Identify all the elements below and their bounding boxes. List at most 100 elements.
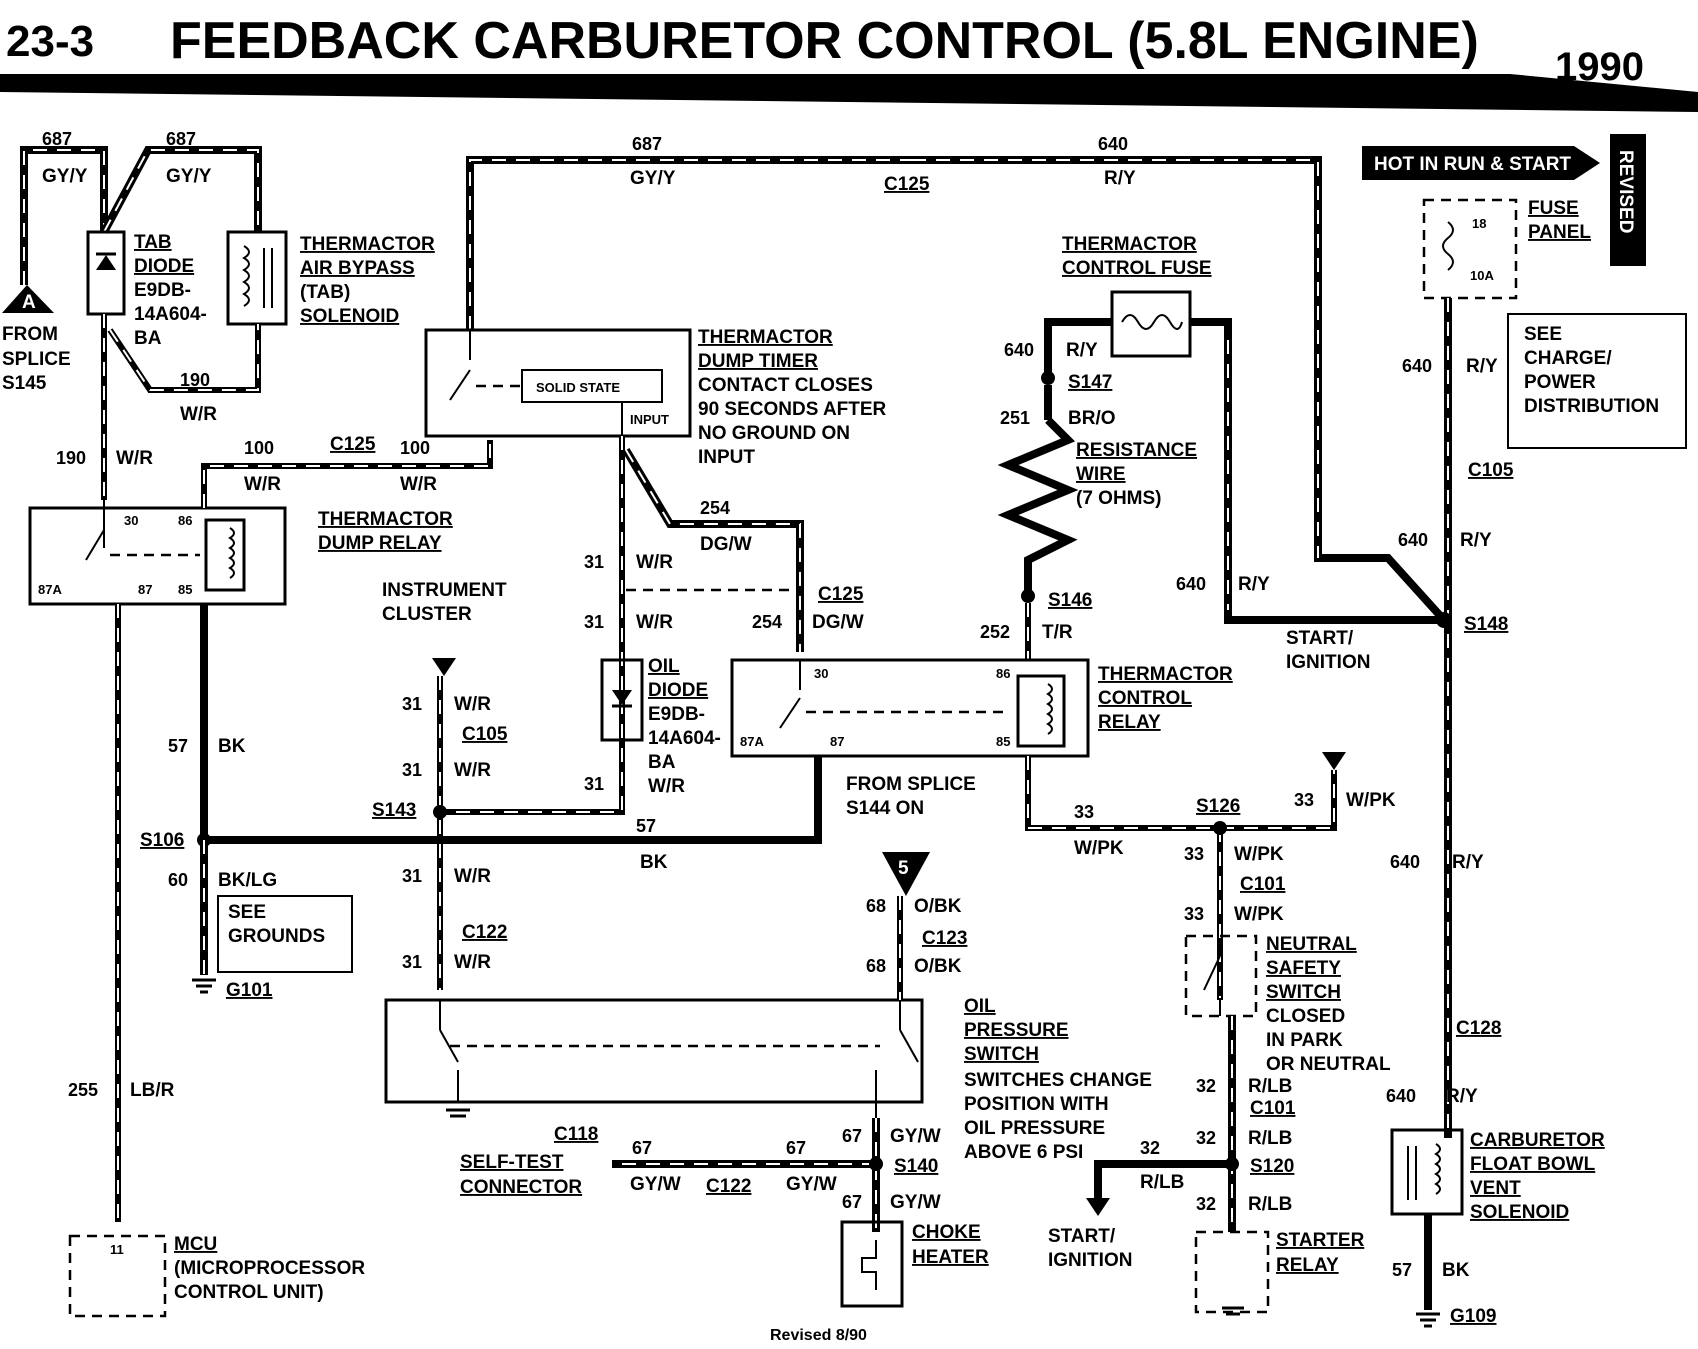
wire-57-bus-color: BK	[640, 852, 668, 873]
fuse-number: 18	[1472, 216, 1486, 231]
mcu-label-1: MCU	[174, 1234, 217, 1255]
wire-640-feed-num-a: 640	[1402, 356, 1432, 376]
wire-687-b-num: 687	[166, 129, 196, 149]
revised-note: Revised 8/90	[770, 1327, 867, 1344]
hot-banner-text: HOT IN RUN & START	[1374, 154, 1571, 175]
fuse-18-element	[1442, 221, 1454, 271]
control-relay-pin-85: 85	[996, 734, 1010, 749]
control-fuse-label-1: THERMACTOR	[1062, 234, 1197, 255]
splice-5-letter: 5	[898, 858, 909, 879]
wire-100-color-a: W/R	[244, 474, 281, 495]
starter-relay-box	[1194, 1230, 1270, 1314]
oil-pressure-label-5: POSITION WITH	[964, 1094, 1109, 1115]
oil-pressure-label-4: SWITCHES CHANGE	[964, 1070, 1152, 1091]
oil-pressure-label-2: PRESSURE	[964, 1020, 1069, 1041]
wire-687-top-color: GY/Y	[630, 168, 676, 189]
wire-190-color-upper: W/R	[180, 404, 217, 425]
dump-timer-label-4: 90 SECONDS AFTER	[698, 399, 887, 420]
fuse-panel-box	[1422, 198, 1518, 300]
wire-640-fuse	[1044, 318, 1444, 624]
wire-31-num-d: 31	[402, 694, 422, 714]
splice-5-line-2: S144 ON	[846, 798, 924, 819]
dump-relay-pin-87: 87	[138, 582, 152, 597]
mcu-label-2: (MICROPROCESSOR	[174, 1258, 365, 1279]
s143-dot	[433, 805, 447, 819]
tab-diode-label-4: 14A604-	[134, 304, 207, 325]
tab-solenoid-label-1: THERMACTOR	[300, 234, 435, 255]
wire-57-bus	[200, 604, 822, 844]
wire-640-feed-color-b: R/Y	[1460, 530, 1492, 551]
wire-31-num-b: 31	[584, 612, 604, 632]
wire-32-color-a: R/LB	[1248, 1076, 1292, 1097]
wire-57-carb-color: BK	[1442, 1260, 1470, 1281]
dump-relay-label-2: DUMP RELAY	[318, 533, 442, 554]
see-grounds-line-1: SEE	[228, 902, 266, 923]
carb-solenoid-label-3: VENT	[1470, 1178, 1521, 1199]
wire-32-color-c: R/LB	[1140, 1172, 1184, 1193]
mcu-pin: 11	[110, 1242, 124, 1257]
dump-relay-box	[28, 506, 287, 606]
carb-solenoid-label-4: SOLENOID	[1470, 1202, 1569, 1223]
tab-diode-label-2: DIODE	[134, 256, 194, 277]
wire-190-num-upper: 190	[180, 370, 210, 390]
mcu-box	[68, 1234, 167, 1318]
carb-solenoid-coil	[1434, 1143, 1441, 1195]
wire-640-feed-num-b: 640	[1398, 530, 1428, 550]
starter-relay-label-2: RELAY	[1276, 1255, 1339, 1276]
splice-a-triangle	[2, 285, 54, 313]
see-grounds-line-2: GROUNDS	[228, 926, 325, 947]
start-ign-upper-1: START/	[1286, 628, 1354, 649]
wire-33-color-c: W/PK	[1234, 844, 1284, 865]
g109-label: G109	[1450, 1306, 1496, 1327]
oil-switch-ground-icon	[446, 1108, 470, 1118]
solid-state-box	[521, 369, 663, 403]
s120-dot	[1225, 1157, 1239, 1171]
wire-252-num: 252	[980, 622, 1010, 642]
wire-32-num-a: 32	[1196, 1076, 1216, 1096]
starter-relay-label-1: STARTER	[1276, 1230, 1365, 1251]
tab-diode-symbol	[96, 255, 116, 270]
oil-pressure-label-7: ABOVE 6 PSI	[964, 1142, 1083, 1163]
wire-687-b-color: GY/Y	[166, 166, 212, 187]
s147-dot	[1041, 371, 1055, 385]
see-charge-line-1: SEE	[1524, 324, 1562, 345]
wire-687-a-color: GY/Y	[42, 166, 88, 187]
wire-67-color-a: GY/W	[890, 1126, 941, 1147]
oil-diode-symbol	[612, 690, 632, 705]
oil-diode-label-4: 14A604-	[648, 728, 721, 749]
wire-68-color-a: O/BK	[914, 896, 962, 917]
dump-timer-label-6: INPUT	[698, 447, 755, 468]
splice-5-line-1: FROM SPLICE	[846, 774, 976, 795]
wire-67-num-a: 67	[842, 1126, 862, 1146]
c125-connector-254: C125	[818, 584, 864, 605]
dump-relay-label-1: THERMACTOR	[318, 509, 453, 530]
wire-32-num-b: 32	[1196, 1128, 1216, 1148]
neutral-switch-label-2: SAFETY	[1266, 958, 1341, 979]
wire-640-feed-color-c: R/Y	[1452, 852, 1484, 873]
wire-254-color-b: DG/W	[812, 612, 864, 633]
wire-57-color: BK	[218, 736, 246, 757]
instrument-cluster-arrow	[432, 658, 456, 676]
control-fuse-box	[1110, 290, 1192, 358]
control-relay-box	[730, 658, 1090, 758]
tab-diode-label-1: TAB	[134, 232, 172, 253]
wire-100-color-b: W/R	[400, 474, 437, 495]
wire-31-color-c: W/R	[648, 776, 685, 797]
wire-640-feed-color-d: R/Y	[1446, 1086, 1478, 1107]
page-number: 23-3	[6, 17, 94, 66]
control-relay-label-1: THERMACTOR	[1098, 664, 1233, 685]
splice-a-line-3: S145	[2, 373, 47, 394]
wire-67-num-c: 67	[786, 1138, 806, 1158]
s146-label: S146	[1048, 590, 1092, 611]
revised-tag-text: REVISED	[1615, 150, 1636, 233]
wire-32	[1094, 1016, 1236, 1232]
dump-relay-pin-87a: 87A	[38, 582, 62, 597]
s106-label: S106	[140, 830, 184, 851]
wire-254-num: 254	[700, 498, 730, 518]
c125-connector-a: C125	[330, 434, 376, 455]
wire-31-num-f: 31	[402, 866, 422, 886]
control-relay-pin-87a: 87A	[740, 734, 764, 749]
start-ign-upper-arrow	[1322, 752, 1346, 770]
resistance-wire-zigzag	[997, 417, 1079, 590]
see-charge-line-2: CHARGE/	[1524, 348, 1612, 369]
